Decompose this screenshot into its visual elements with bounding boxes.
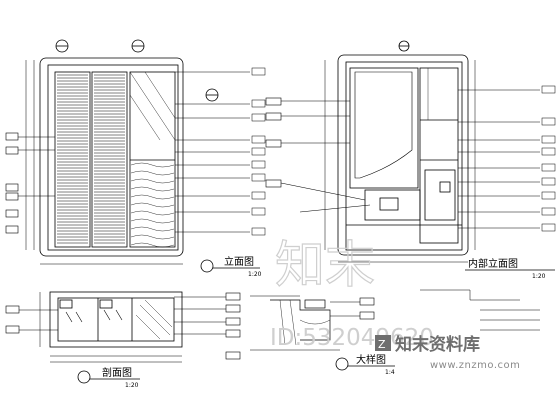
callout-tag — [541, 117, 556, 126]
elevation-callouts-right — [175, 67, 266, 236]
callout-tag — [251, 147, 266, 156]
louver-door-left — [54, 71, 91, 248]
louver-door-right — [91, 71, 128, 248]
grid-bubble-top-right — [131, 39, 145, 53]
svg-text:Z: Z — [378, 338, 386, 351]
callout-tag — [541, 177, 556, 186]
callout-tag — [541, 135, 556, 144]
section-caption: 剖面图 1:20 — [77, 366, 140, 389]
detail-title: 大样图 — [356, 353, 386, 366]
detail-view — [250, 295, 340, 351]
callout-tag — [251, 135, 266, 144]
callout-tag — [541, 223, 556, 232]
elevation-title: 立面图 — [224, 255, 254, 268]
internal-callouts-right — [458, 85, 556, 232]
callout-tag — [541, 163, 556, 172]
section-scale: 1:20 — [125, 382, 139, 389]
callout-tag — [251, 67, 266, 76]
internal-elevation-title: 内部立面图 — [468, 257, 518, 270]
callout-tag — [541, 207, 556, 216]
section-callouts — [5, 292, 241, 338]
internal-callouts-left — [265, 97, 371, 213]
watermark-id: ID:532049620 — [270, 325, 434, 351]
inner-panel — [129, 71, 176, 248]
detail-caption: 大样图 1:4 — [335, 353, 395, 376]
elevation-caption: 立面图 1:20 — [200, 255, 262, 278]
internal-elevation-view — [324, 40, 476, 263]
internal-elevation-scale: 1:20 — [532, 273, 546, 280]
elevation-scale: 1:20 — [248, 271, 262, 278]
callout-tag — [251, 99, 266, 108]
callout-tag — [251, 113, 266, 122]
grid-bubble-top-left — [55, 39, 69, 53]
callout-tag — [251, 173, 266, 182]
callout-tag — [251, 207, 266, 216]
section-view — [39, 291, 183, 363]
callout-tag — [541, 85, 556, 94]
watermark-layer: 知末 ID:532049620 Z 知末资料库 www.znzmo.com — [270, 235, 520, 371]
callout-tag — [251, 227, 266, 236]
watermark-logo: Z — [375, 335, 391, 351]
callout-tag — [251, 160, 266, 169]
callout-tag — [251, 191, 266, 200]
callout-tag — [541, 147, 556, 156]
elevation-callouts-left — [5, 132, 55, 234]
internal-elevation-caption: 内部立面图 1:20 — [465, 257, 555, 280]
callout-tag — [541, 191, 556, 200]
watermark-brand: 知末资料库 — [394, 334, 480, 355]
watermark-url: www.znzmo.com — [430, 360, 520, 371]
section-title: 剖面图 — [102, 366, 132, 379]
watermark-big: 知末 — [275, 236, 375, 294]
grid-bubble-side — [205, 88, 219, 102]
detail-callouts — [225, 289, 540, 360]
elevation-view — [25, 39, 219, 265]
detail-scale: 1:4 — [385, 369, 395, 376]
